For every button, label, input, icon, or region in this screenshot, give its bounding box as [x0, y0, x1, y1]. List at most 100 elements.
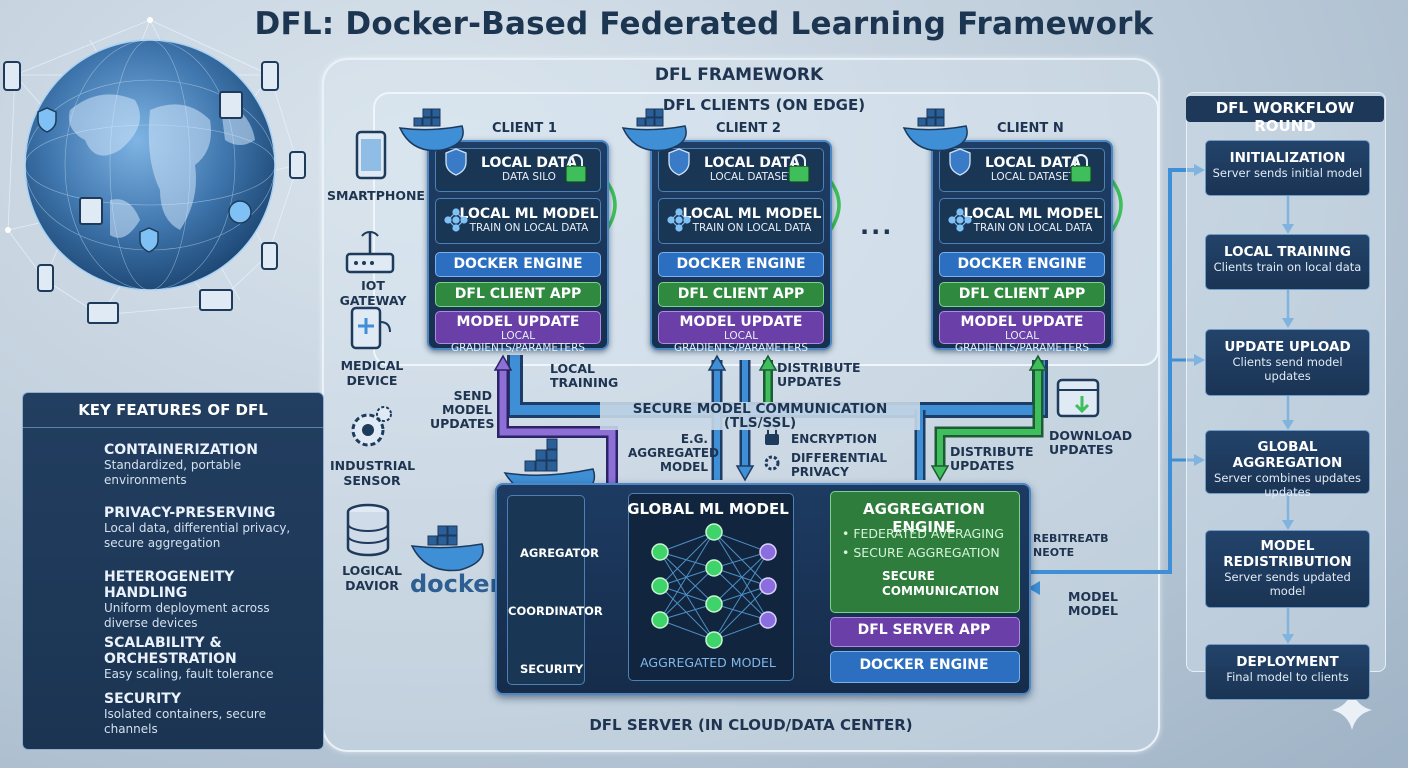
- local-data-title: LOCAL DATA: [704, 155, 800, 171]
- coordinator-label: COORDINATOR: [508, 604, 603, 618]
- server-docker-engine-box: [830, 651, 1020, 683]
- local-data-title: LOCAL DATA: [985, 155, 1081, 171]
- feature-desc: Easy scaling, fault tolerance: [104, 667, 274, 681]
- workflow-step-title: INITIALIZATION: [1229, 150, 1346, 166]
- model-update-title: MODEL UPDATE: [960, 314, 1084, 330]
- workflow-step[interactable]: MODEL REDISTRIBUTION Server sends update…: [1205, 530, 1370, 608]
- framework-label: DFL FRAMEWORK: [654, 65, 824, 85]
- feature-desc: Local data, differential privacy, secure…: [104, 521, 291, 550]
- local-model-title: LOCAL ML MODEL: [963, 206, 1103, 222]
- feature-title: SECURITY: [104, 691, 181, 707]
- globe-network-illustration: [3, 17, 306, 324]
- global-model-title: GLOBAL ML MODEL: [627, 500, 789, 518]
- local-model-title: LOCAL ML MODEL: [682, 206, 822, 222]
- workflow-step-title: LOCAL TRAINING: [1223, 244, 1352, 260]
- local-data-sub: LOCAL DATASET: [990, 171, 1076, 183]
- encryption-label: ENCRYPTION: [791, 432, 878, 446]
- client-n-label: CLIENT N: [997, 121, 1064, 136]
- shield-lock-icon: [445, 148, 971, 176]
- device-label-iot-gateway: IOT GATEWAY: [339, 278, 407, 308]
- docker-engine-label: DOCKER ENGINE: [435, 252, 601, 277]
- model-update-sub: LOCAL GRADIENTS/PARAMETERS: [450, 330, 586, 354]
- download-updates-label: DOWNLOAD UPDATES: [1049, 428, 1133, 457]
- global-model-sub: AGGREGATED MODEL: [640, 655, 776, 670]
- workflow-step-desc: Clients train on local data: [1213, 260, 1362, 274]
- workflow-step-title: UPDATE UPLOAD: [1224, 339, 1351, 355]
- workflow-step-title: MODEL REDISTRIBUTION: [1223, 538, 1352, 570]
- feature-item: HETEROGENEITY HANDLING Uniform deploymen…: [104, 569, 316, 631]
- feature-item: CONTAINERIZATION Standardized, portable …: [104, 442, 316, 488]
- workflow-step-desc: Final model to clients: [1226, 670, 1349, 684]
- feature-desc: Isolated containers, secure channels: [104, 707, 266, 736]
- more-clients-ellipsis: ...: [860, 212, 894, 240]
- local-data-sub: LOCAL DATASET: [709, 171, 795, 183]
- workflow-step[interactable]: INITIALIZATION Server sends initial mode…: [1205, 140, 1370, 196]
- eg-aggregated-model-label: E.G. AGGREGATED MODEL: [628, 432, 719, 474]
- download-updates-icon: [1056, 378, 1100, 418]
- model-update-title: MODEL UPDATE: [456, 314, 580, 330]
- aggregation-engine-title: AGGREGATION ENGINE: [863, 500, 985, 536]
- client-app-label: DFL CLIENT APP: [939, 282, 1105, 307]
- agg-item-federated-averaging: • FEDERATED AVERAGING: [842, 526, 1004, 541]
- docker-logo: docker: [410, 570, 502, 598]
- workflow-title: DFL WORKFLOW ROUND: [1215, 99, 1355, 135]
- server-app-label: DFL SERVER APP: [857, 622, 991, 638]
- workflow-step-title: GLOBAL AGGREGATION: [1232, 439, 1343, 471]
- workflow-step[interactable]: LOCAL TRAINING Clients train on local da…: [1205, 234, 1370, 290]
- local-data-sub: DATA SILO: [502, 171, 556, 183]
- secure-comm-label: SECURE MODEL COMMUNICATION (TLS/SSL): [600, 402, 920, 430]
- client-1-label: CLIENT 1: [492, 121, 557, 136]
- aggregation-engine-box: [830, 491, 1020, 613]
- sparkle-icon: [1332, 690, 1372, 730]
- send-model-updates-label: SEND MODEL UPDATES: [430, 388, 495, 431]
- feature-title: CONTAINERIZATION: [104, 442, 258, 458]
- device-label-logical: LOGICAL DAVIOR: [342, 563, 402, 593]
- server-zone-label: DFL SERVER (IN CLOUD/DATA CENTER): [589, 716, 913, 734]
- feature-item: PRIVACY-PRESERVING Local data, different…: [104, 505, 316, 551]
- workflow-title-bar: [1186, 96, 1384, 122]
- garbled-label: REBITREATB NEOTE: [1033, 532, 1109, 559]
- local-training-label: LOCAL TRAINING: [550, 361, 619, 390]
- medical-device-icon: [350, 306, 391, 350]
- device-label-medical: MEDICAL DEVICE: [340, 358, 404, 388]
- local-model-title: LOCAL ML MODEL: [459, 206, 599, 222]
- model-model-label: MODEL MODEL: [1068, 589, 1118, 618]
- model-update-sub: LOCAL GRADIENTS/PARAMETERS: [954, 330, 1090, 354]
- neural-network-icon: [444, 208, 972, 232]
- local-model-sub: TRAIN ON LOCAL DATA: [973, 222, 1093, 234]
- device-label-smartphone: SMARTPHONE: [327, 188, 425, 203]
- client-app-label: DFL CLIENT APP: [435, 282, 601, 307]
- workflow-step-desc: Server sends initial model: [1212, 166, 1363, 180]
- security-label: SECURITY: [520, 662, 584, 676]
- workflow-step[interactable]: GLOBAL AGGREGATION Server combines updat…: [1205, 430, 1370, 499]
- key-features-panel: KEY FEATURES OF DFL: [22, 392, 324, 750]
- workflow-step[interactable]: UPDATE UPLOAD Clients send model updates: [1205, 329, 1370, 396]
- feature-item: SCALABILITY & ORCHESTRATION Easy scaling…: [104, 635, 316, 682]
- feature-item: SECURITY Isolated containers, secure cha…: [104, 691, 316, 737]
- docker-engine-label: DOCKER ENGINE: [939, 252, 1105, 277]
- server-card[interactable]: [495, 483, 1031, 695]
- privacy-gear-icon: [764, 455, 780, 471]
- client-app-label: DFL CLIENT APP: [658, 282, 824, 307]
- feature-title: HETEROGENEITY HANDLING: [104, 569, 235, 601]
- local-model-box: LOCAL ML MODEL TRAIN ON LOCAL DATA: [435, 198, 601, 244]
- server-app-box: [830, 617, 1020, 647]
- iot-gateway-icon: [345, 231, 395, 274]
- model-update-box: MODEL UPDATE LOCAL GRADIENTS/PARAMETERS: [939, 311, 1105, 354]
- clients-zone-label: DFL CLIENTS (ON EDGE): [662, 96, 866, 114]
- server-secure-comm-label: SECURE COMMUNICATION: [882, 569, 1000, 598]
- distribute-updates-top-label: DISTRIBUTE UPDATES: [777, 360, 861, 389]
- client-2-label: CLIENT 2: [716, 121, 781, 136]
- local-data-title: LOCAL DATA: [481, 155, 577, 171]
- workflow-step[interactable]: DEPLOYMENT Final model to clients: [1205, 644, 1370, 700]
- industrial-sensor-icon: [351, 406, 392, 447]
- workflow-step-title: DEPLOYMENT: [1236, 654, 1339, 670]
- differential-privacy-label: DIFFERENTIAL PRIVACY: [791, 451, 888, 479]
- model-update-box: MODEL UPDATE LOCAL GRADIENTS/PARAMETERS: [435, 311, 601, 354]
- agg-item-secure-aggregation: • SECURE AGGREGATION: [842, 545, 1000, 560]
- page-title: DFL: Docker-Based Federated Learning Fra…: [254, 6, 1154, 42]
- global-neural-network: [651, 523, 777, 649]
- workflow-step-desc: Server combines updates updates: [1214, 471, 1361, 499]
